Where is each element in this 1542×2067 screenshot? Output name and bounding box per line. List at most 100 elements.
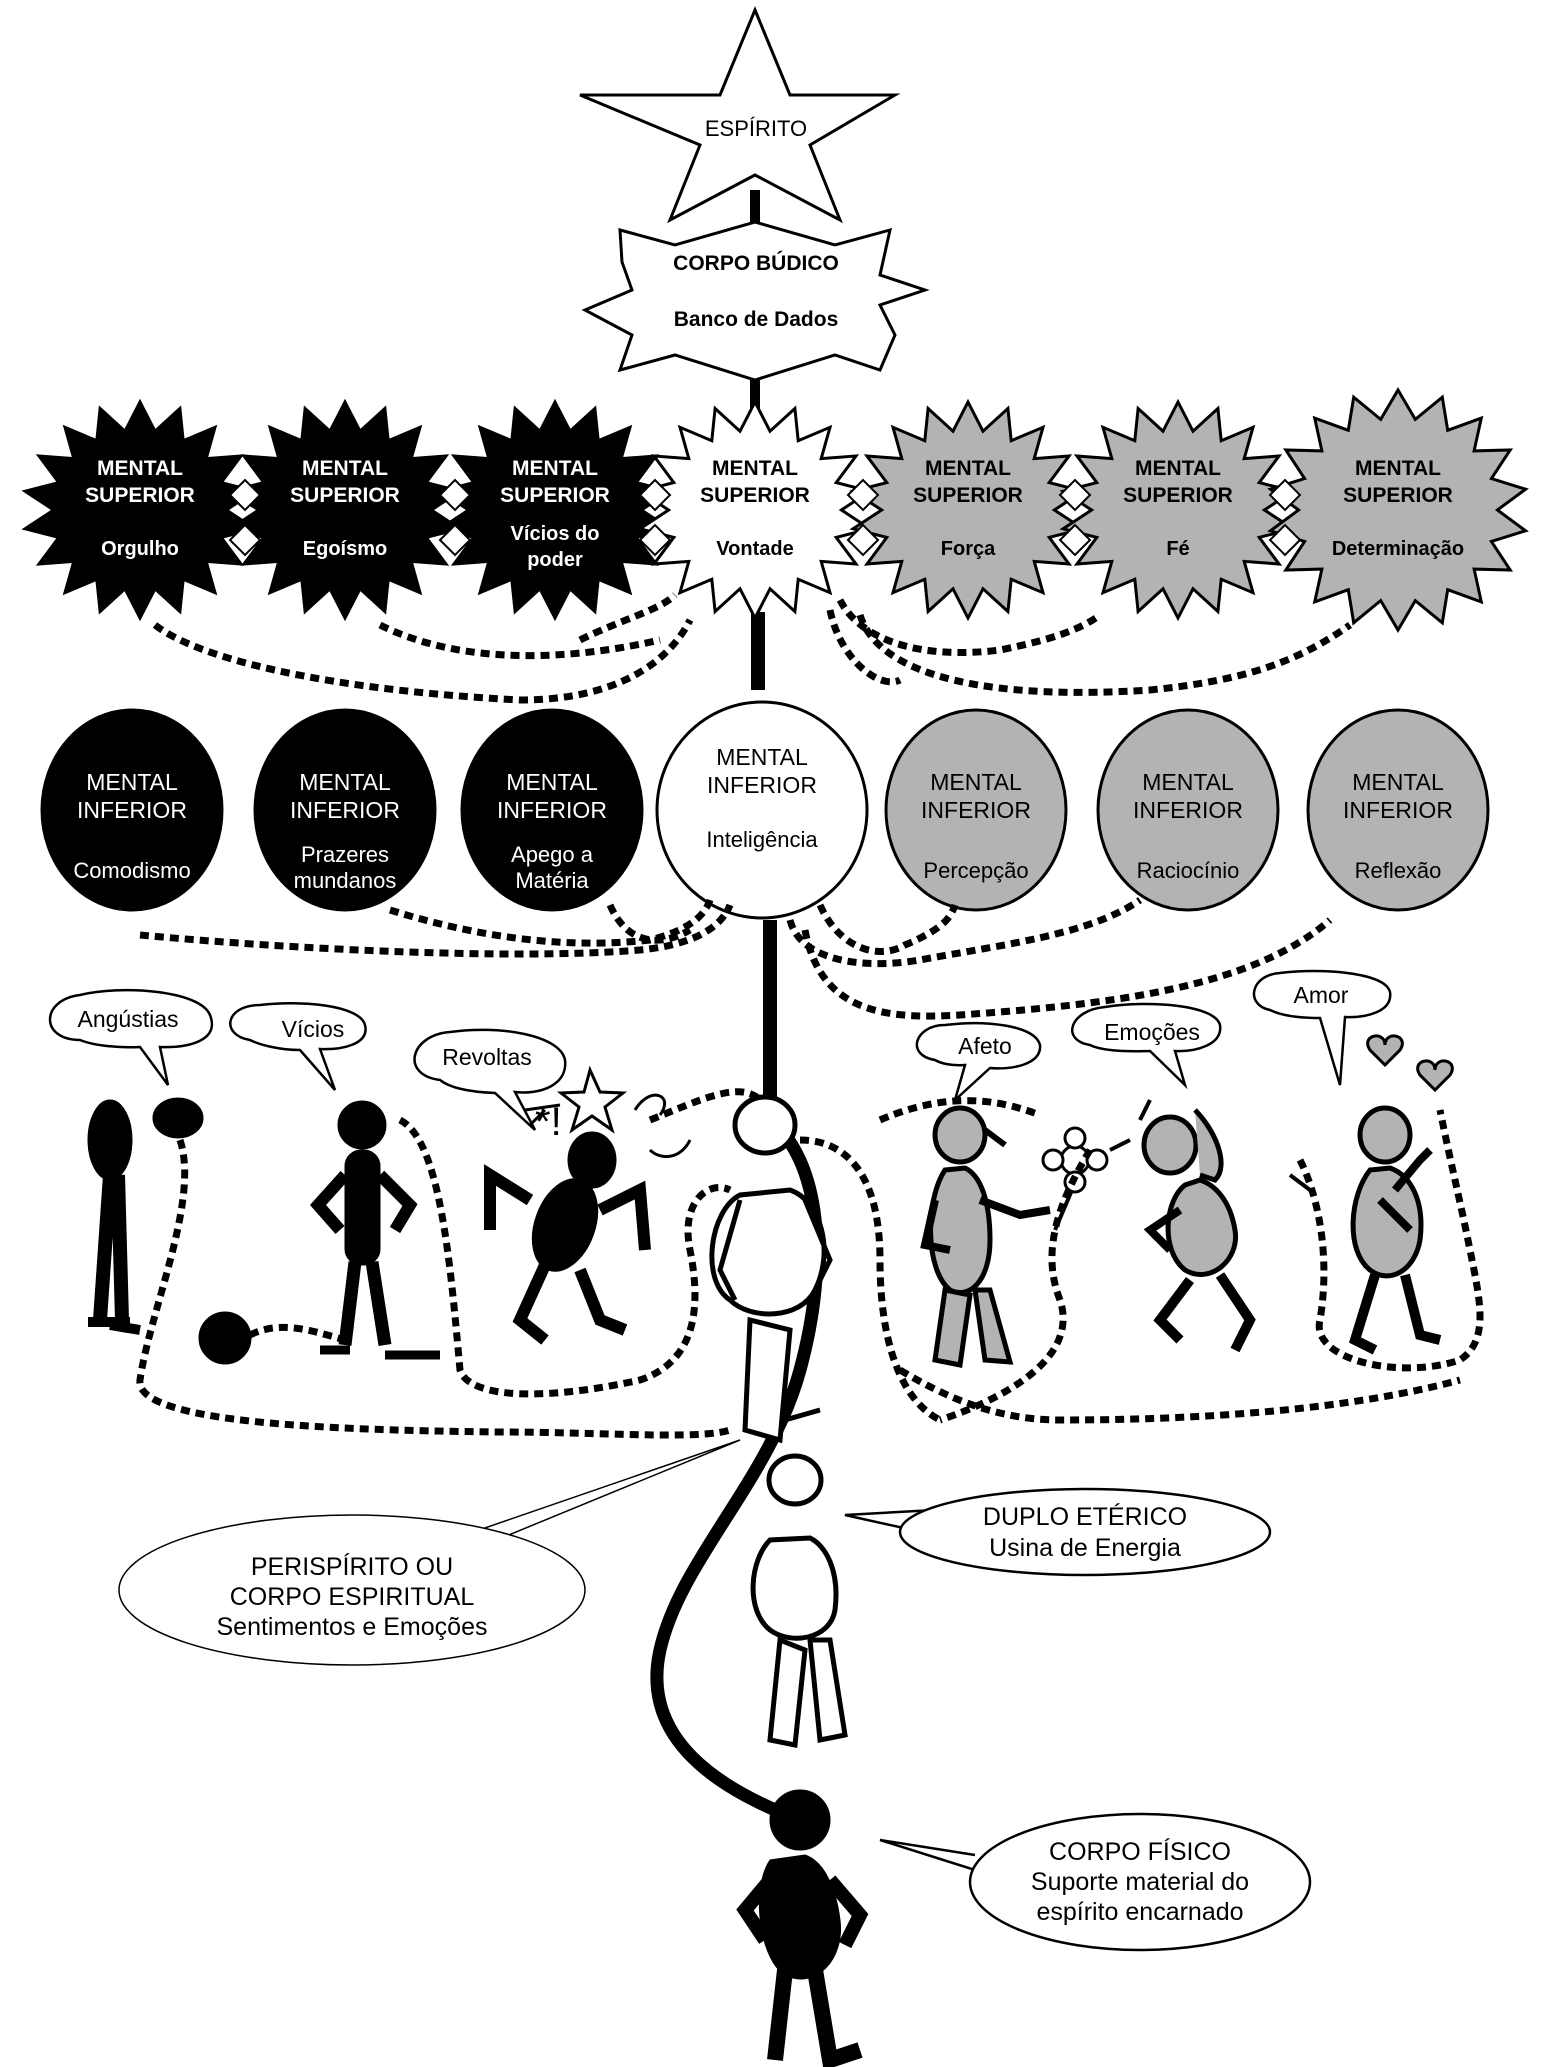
physical-line1: CORPO FÍSICO	[1049, 1837, 1231, 1866]
emotion-label-amor: Amor	[1294, 982, 1349, 1008]
mental-inferior-title: MENTAL	[1352, 769, 1444, 795]
mental-inferior-title: INFERIOR	[1343, 797, 1453, 823]
mental-superior-title: SUPERIOR	[1343, 484, 1453, 507]
mental-superior-quality: Vontade	[716, 538, 793, 560]
buddhic-body: CORPO BÚDICO Banco de Dados	[581, 220, 930, 382]
mental-superior-node-1: MENTAL SUPERIOR Orgulho	[21, 398, 259, 622]
figures-negative: *!	[87, 1065, 763, 1439]
mental-superior-title: MENTAL	[712, 457, 798, 480]
mental-superior-title: SUPERIOR	[290, 484, 400, 507]
bubble-revoltas: Revoltas	[413, 1028, 567, 1131]
mental-superior-quality: poder	[527, 549, 583, 571]
mental-superior-burst	[849, 398, 1087, 622]
mental-superior-quality: Egoísmo	[303, 538, 387, 560]
mental-superior-node-2: MENTAL SUPERIOR Egoísmo	[226, 398, 464, 622]
physical-line3: espírito encarnado	[1036, 1898, 1243, 1926]
ball-and-chain	[198, 1311, 252, 1365]
mental-inferior-title: INFERIOR	[1133, 797, 1243, 823]
emotion-label-afeto: Afeto	[958, 1033, 1012, 1059]
callout-physical-body: CORPO FÍSICO Suporte material do espírit…	[879, 1812, 1312, 1952]
mental-superior-title: MENTAL	[512, 457, 598, 480]
spirit-label: ESPÍRITO	[705, 116, 807, 141]
mental-superior-title: MENTAL	[97, 457, 183, 480]
mental-superior-title: MENTAL	[1355, 457, 1441, 480]
spirit-star: ESPÍRITO	[579, 6, 901, 224]
mental-superior-burst	[226, 398, 464, 622]
heart-icon	[1366, 1034, 1454, 1093]
mental-superior-node-7: MENTAL SUPERIOR Determinação	[1267, 387, 1529, 633]
mental-inferior-quality: Prazeres	[301, 842, 389, 867]
figure-emocoes	[1109, 1099, 1312, 1353]
mental-inferior-title: MENTAL	[86, 769, 178, 795]
mental-inferior-title: MENTAL	[506, 769, 598, 795]
figures-positive	[878, 1034, 1484, 1424]
bubble-emocoes: Emoções	[1071, 1002, 1222, 1090]
mental-superior-quality: Vícios do	[511, 523, 600, 545]
emotion-label-emocoes: Emoções	[1104, 1019, 1200, 1045]
mental-superior-quality: Determinação	[1332, 538, 1464, 560]
mental-inferior-ellipse	[253, 708, 437, 912]
etheric-line1: DUPLO ETÉRICO	[983, 1502, 1187, 1531]
mental-superior-burst	[636, 398, 874, 622]
bubble-amor: Amor	[1252, 969, 1392, 1086]
physical-line2: Suporte material do	[1031, 1868, 1249, 1896]
mental-inferior-title: MENTAL	[1142, 769, 1234, 795]
bubble-angustias: Angústias	[48, 988, 214, 1086]
figure-vicios	[198, 1100, 440, 1365]
mental-inferior-title: MENTAL	[299, 769, 391, 795]
mental-superior-title: SUPERIOR	[500, 484, 610, 507]
mental-superior-quality: Força	[941, 538, 996, 560]
mental-inferior-quality: Inteligência	[706, 827, 818, 852]
mental-superior-title: MENTAL	[1135, 457, 1221, 480]
perispirit-line3: Sentimentos e Emoções	[217, 1613, 488, 1641]
emotion-label-vicios: Vícios	[282, 1016, 345, 1042]
mental-superior-title: SUPERIOR	[1123, 484, 1233, 507]
figure-amor	[1348, 1034, 1454, 1355]
mental-inferior-title: INFERIOR	[77, 797, 187, 823]
figure-etheric-double	[750, 1453, 848, 1748]
mental-superior-title: MENTAL	[302, 457, 388, 480]
mental-inferior-row: MENTALINFERIORComodismoMENTALINFERIORPra…	[40, 700, 1490, 920]
mental-inferior-quality: Comodismo	[73, 858, 190, 883]
callout-perispirit: PERISPÍRITO OU CORPO ESPIRITUAL Sentimen…	[118, 1439, 741, 1666]
mental-superior-row: MENTAL SUPERIOR Orgulho MENTAL SUPERIOR Egoís…	[21, 387, 1529, 633]
mental-inferior-title: INFERIOR	[707, 772, 817, 798]
bubble-vicios: Vícios	[229, 1001, 367, 1091]
flower-icon	[1041, 1126, 1109, 1231]
mental-inferior-title: INFERIOR	[497, 797, 607, 823]
mental-superior-burst	[436, 398, 674, 622]
mental-inferior-title: MENTAL	[930, 769, 1022, 795]
mental-inferior-quality: Matéria	[515, 868, 589, 893]
mental-superior-title: SUPERIOR	[85, 484, 195, 507]
mental-superior-quality: Orgulho	[101, 538, 179, 560]
mental-inferior-quality: mundanos	[294, 868, 397, 893]
mental-inferior-quality: Apego a	[511, 842, 594, 867]
mental-inferior-ellipse	[1096, 708, 1280, 912]
mental-inferior-title: INFERIOR	[921, 797, 1031, 823]
mental-inferior-quality: Reflexão	[1355, 858, 1442, 883]
mental-inferior-title: INFERIOR	[290, 797, 400, 823]
mental-superior-burst	[1059, 398, 1297, 622]
emotion-label-revoltas: Revoltas	[442, 1044, 531, 1070]
bubble-afeto: Afeto	[915, 1021, 1042, 1104]
svg-text:*!: *!	[535, 1100, 562, 1144]
mental-superior-title: SUPERIOR	[913, 484, 1023, 507]
mental-inferior-title: MENTAL	[716, 744, 808, 770]
perispirit-line1: PERISPÍRITO OU	[251, 1552, 453, 1581]
buddhic-subtitle: Banco de Dados	[674, 308, 839, 331]
mental-inferior-ellipse	[40, 708, 224, 912]
figure-revoltas: *!	[484, 1065, 692, 1345]
mental-inferior-ellipse	[655, 700, 869, 920]
mental-inferior-ellipse	[460, 708, 644, 912]
mental-inferior-ellipse	[1306, 708, 1490, 912]
